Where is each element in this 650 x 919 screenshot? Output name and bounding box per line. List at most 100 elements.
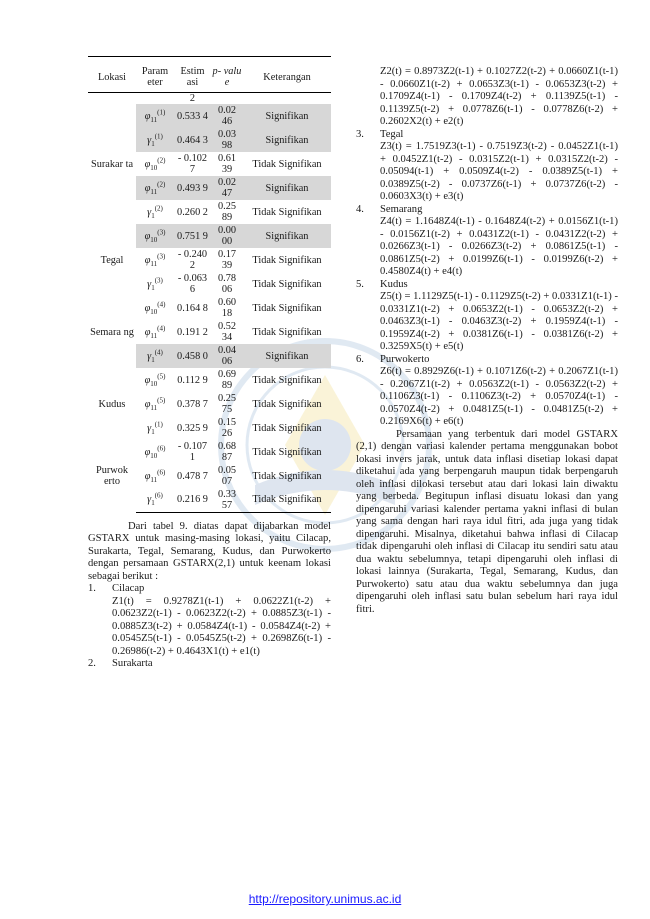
list-number: 2. xyxy=(88,658,96,669)
cell-parameter: φ11(4) xyxy=(136,320,174,344)
list-title: Kudus xyxy=(380,278,408,290)
parameter-superscript: (2) xyxy=(154,204,163,213)
parameter-subscript: 10 xyxy=(150,307,158,316)
cell-p-value: 0.33 57 xyxy=(211,488,243,513)
cell-p-value: 0.61 39 xyxy=(217,153,237,175)
list-title: Purwokerto xyxy=(380,353,430,365)
equation: Z4(t) = 1.1648Z4(t-1) - 0.1648Z4(t-2) + … xyxy=(380,216,618,277)
cell-parameter: φ11(1) xyxy=(136,104,174,128)
header-lokasi: Lokasi xyxy=(88,56,136,93)
cell-keterangan: Signifikan xyxy=(243,104,331,128)
cell-keterangan: Signifikan xyxy=(243,224,331,248)
parameter-symbol: φ xyxy=(144,470,151,482)
parameter-superscript: (1) xyxy=(154,420,163,429)
parameter-symbol: φ xyxy=(144,110,151,122)
list-item: 2. Surakarta xyxy=(88,658,331,671)
cell-parameter: γ1(6) xyxy=(136,488,174,513)
cell-estimasi: 0.216 9 xyxy=(174,488,211,513)
cell-keterangan: Tidak Signifikan xyxy=(252,374,322,386)
parameter-superscript: (6) xyxy=(154,491,163,500)
parameter-superscript: (6) xyxy=(157,444,166,453)
parameter-symbol: φ xyxy=(144,182,151,194)
cell-keterangan: Tidak Signifikan xyxy=(252,422,322,434)
cell-estimasi: - 0.063 6 xyxy=(177,273,208,295)
cell-estimasi: - 0.240 2 xyxy=(177,249,208,271)
cell-estimasi: 2 xyxy=(189,93,196,104)
cell-parameter: γ1(1) xyxy=(136,128,174,152)
list-item: 6. Purwokerto Z6(t) = 0.8929Z6(t-1) + 0.… xyxy=(356,354,618,429)
list-item: 1. Cilacap Z1(t) = 0.9278Z1(t-1) + 0.062… xyxy=(88,583,331,658)
repository-link[interactable]: http://repository.unimus.ac.id xyxy=(248,892,402,906)
cell-estimasi: - 0.102 7 xyxy=(177,153,208,175)
parameter-superscript: (1) xyxy=(157,108,166,117)
table-row: γ1(3)- 0.063 6 0.78 06 Tidak Signifikan xyxy=(88,272,331,296)
cell-keterangan: Signifikan xyxy=(243,176,331,200)
parameter-symbol: γ xyxy=(147,278,152,290)
parameter-superscript: (2) xyxy=(157,156,166,165)
list-item: 3. Tegal Z3(t) = 1.7519Z3(t-1) - 0.7519Z… xyxy=(356,129,618,204)
estimation-table: Lokasi Param eter Estim asi p- valu e Ke… xyxy=(88,56,331,513)
parameter-symbol: φ xyxy=(144,398,151,410)
parameter-superscript: (5) xyxy=(157,396,166,405)
parameter-symbol: φ xyxy=(144,326,151,338)
parameter-subscript: 11 xyxy=(150,331,158,340)
parameter-superscript: (2) xyxy=(157,180,166,189)
cell-keterangan: Tidak Signifikan xyxy=(252,302,322,314)
cell-parameter: φ11(6) xyxy=(136,464,174,488)
cell-p-value: 0.52 34 xyxy=(217,321,237,343)
header-p-value: p- valu e xyxy=(211,56,243,93)
cell-parameter: φ10(6) xyxy=(136,440,174,464)
parameter-superscript: (4) xyxy=(157,300,166,309)
cell-p-value: 0.25 75 xyxy=(217,393,237,415)
cell-parameter: γ1(3) xyxy=(136,272,174,296)
parameter-subscript: 1 xyxy=(151,139,155,148)
discussion-paragraph: Persamaan yang terbentuk dari model GSTA… xyxy=(356,428,618,615)
parameter-subscript: 11 xyxy=(150,259,158,268)
cell-lokasi: Purwok erto xyxy=(95,465,129,487)
parameter-symbol: γ xyxy=(147,422,152,434)
parameter-symbol: γ xyxy=(147,494,152,506)
parameter-subscript: 1 xyxy=(151,427,155,436)
cell-p-value: 0.02 47 xyxy=(211,176,243,200)
cell-parameter: φ10(4) xyxy=(136,296,174,320)
cell-keterangan: Tidak Signifikan xyxy=(252,278,322,290)
parameter-symbol: φ xyxy=(144,158,151,170)
cell-p-value: 0.15 26 xyxy=(217,417,237,439)
parameter-subscript: 10 xyxy=(150,163,158,172)
cell-p-value: 0.69 89 xyxy=(217,369,237,391)
cell-keterangan: Signifikan xyxy=(243,344,331,368)
parameter-subscript: 11 xyxy=(150,187,158,196)
parameter-symbol: γ xyxy=(147,134,152,146)
cell-keterangan: Tidak Signifikan xyxy=(252,446,322,458)
cell-p-value: 0.78 06 xyxy=(217,273,237,295)
cell-parameter: φ11(3) xyxy=(136,248,174,272)
equation: Z5(t) = 1.1129Z5(t-1) - 0.1129Z5(t-2) + … xyxy=(380,291,618,352)
cell-parameter: φ11(2) xyxy=(136,176,174,200)
list-number: 1. xyxy=(88,583,96,594)
list-title: Semarang xyxy=(380,203,423,215)
parameter-symbol: φ xyxy=(144,446,151,458)
cell-parameter: φ10(3) xyxy=(136,224,174,248)
cell-keterangan: Tidak Signifikan xyxy=(252,398,322,410)
parameter-symbol: φ xyxy=(144,302,151,314)
cell-estimasi: 0.464 3 xyxy=(174,128,211,152)
parameter-subscript: 10 xyxy=(150,235,158,244)
parameter-superscript: (3) xyxy=(154,276,163,285)
cell-keterangan: Tidak Signifikan xyxy=(252,158,322,170)
table-header-row: Lokasi Param eter Estim asi p- valu e Ke… xyxy=(88,56,331,93)
cell-estimasi: 0.533 4 xyxy=(174,104,211,128)
intro-paragraph: Dari tabel 9. diatas dapat dijabarkan mo… xyxy=(88,520,331,582)
table-row: 2 xyxy=(88,93,331,105)
parameter-symbol: γ xyxy=(147,350,152,362)
cell-p-value: 0.60 18 xyxy=(217,297,237,319)
parameter-superscript: (5) xyxy=(157,372,166,381)
list-title: Cilacap xyxy=(112,583,145,594)
cell-parameter: γ1(2) xyxy=(136,200,174,224)
cell-keterangan: Tidak Signifikan xyxy=(243,488,331,513)
parameter-subscript: 1 xyxy=(151,499,155,508)
cell-estimasi: 0.478 7 xyxy=(177,470,208,482)
cell-parameter: φ10(5) xyxy=(136,368,174,392)
